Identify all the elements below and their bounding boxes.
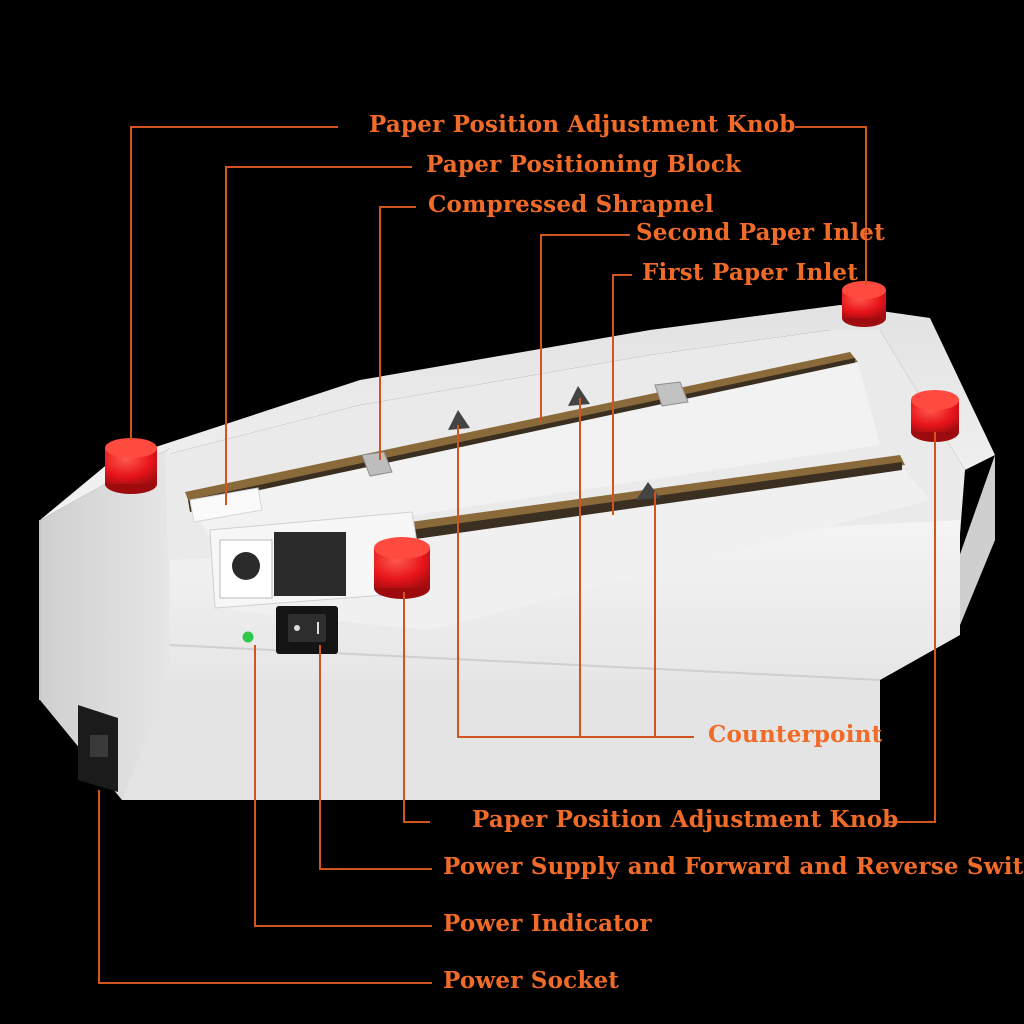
compressed-shrapnel-2 bbox=[654, 381, 689, 407]
leader-counterpoint bbox=[457, 425, 694, 738]
brand-badge bbox=[209, 511, 426, 609]
front-lower-panel bbox=[122, 680, 880, 800]
label-first-inlet: First Paper Inlet bbox=[642, 259, 859, 286]
leader-socket bbox=[98, 790, 432, 984]
leader-shrapnel bbox=[379, 206, 416, 460]
compressed-shrapnel bbox=[361, 451, 393, 477]
left-end-cap bbox=[40, 448, 170, 800]
knob-front bbox=[374, 537, 430, 599]
leader-first-inlet bbox=[612, 274, 632, 515]
label-second-inlet: Second Paper Inlet bbox=[636, 219, 885, 246]
leader-knob-bottom-right bbox=[885, 432, 936, 823]
leader-second-inlet bbox=[540, 234, 630, 422]
leader-positioning-block bbox=[225, 166, 412, 505]
label-shrapnel: Compressed Shrapnel bbox=[428, 191, 714, 218]
globe-logo-icon bbox=[232, 552, 260, 580]
leader-switch bbox=[319, 645, 432, 870]
top-rim bbox=[40, 305, 995, 520]
right-end-cap bbox=[958, 455, 995, 630]
leader-lines bbox=[98, 126, 936, 984]
label-counterpoint: Counterpoint bbox=[708, 721, 883, 748]
counterpoint-2 bbox=[568, 386, 590, 406]
power-indicator-led bbox=[242, 631, 254, 643]
label-switch: Power Supply and Forward and Reverse Swi… bbox=[443, 853, 1024, 880]
leader-knob-top-left bbox=[130, 126, 338, 440]
label-indicator: Power Indicator bbox=[443, 910, 652, 937]
leader-knob-top-right bbox=[795, 126, 867, 285]
label-knob-top: Paper Position Adjustment Knob bbox=[369, 111, 796, 138]
inlet-divider bbox=[190, 362, 880, 545]
counterpoint-1 bbox=[448, 410, 470, 430]
label-positioning-block: Paper Positioning Block bbox=[426, 151, 742, 178]
knob-left-rear bbox=[105, 438, 157, 494]
knob-right-rear bbox=[842, 281, 886, 327]
label-socket: Power Socket bbox=[443, 967, 620, 994]
leader-knob-bottom-left bbox=[403, 592, 430, 823]
leader-indicator bbox=[254, 645, 432, 927]
label-knob-bottom: Paper Position Adjustment Knob bbox=[472, 806, 899, 833]
